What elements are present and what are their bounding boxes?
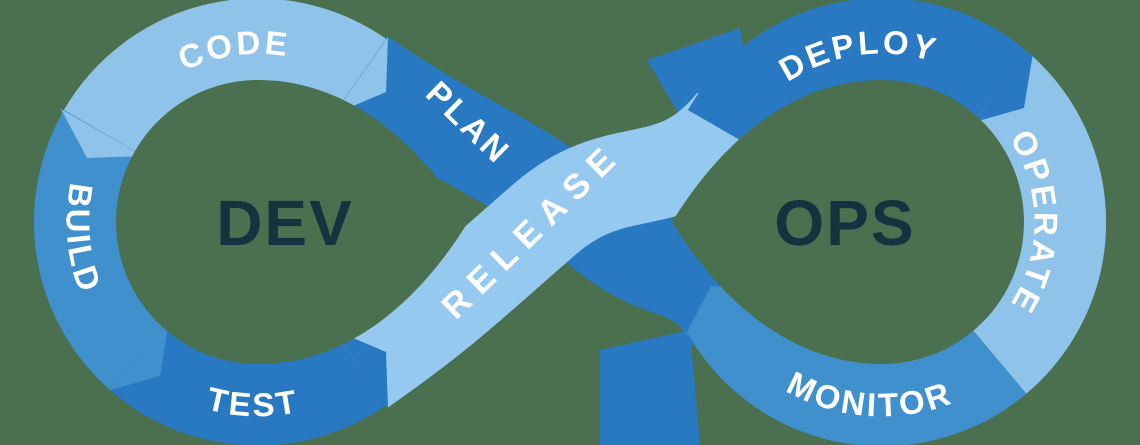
operate-segment-arc bbox=[968, 55, 1107, 394]
build-arrow-tip bbox=[107, 321, 169, 391]
plan-band-bottom-merge bbox=[600, 330, 700, 445]
right-loop-inner-hole bbox=[672, 80, 1024, 364]
monitor-segment-arc bbox=[687, 289, 1027, 445]
ops-title: OPS bbox=[774, 187, 915, 259]
release-segment-band bbox=[333, 91, 771, 408]
test-label: TEST bbox=[204, 380, 302, 424]
test-arrow-tip bbox=[334, 330, 388, 408]
code-arrow-tip-into-plan bbox=[334, 37, 388, 114]
code-arrow-tip-into-build bbox=[61, 109, 143, 158]
left-loop-inner-hole bbox=[116, 80, 468, 364]
dev-title: DEV bbox=[216, 187, 354, 259]
test-segment-arc bbox=[108, 322, 387, 445]
deploy-arrow-tip bbox=[971, 53, 1033, 123]
code-segment-arc bbox=[63, 0, 387, 156]
build-segment-arc bbox=[34, 110, 169, 389]
deploy-segment-arc bbox=[687, 0, 1032, 155]
